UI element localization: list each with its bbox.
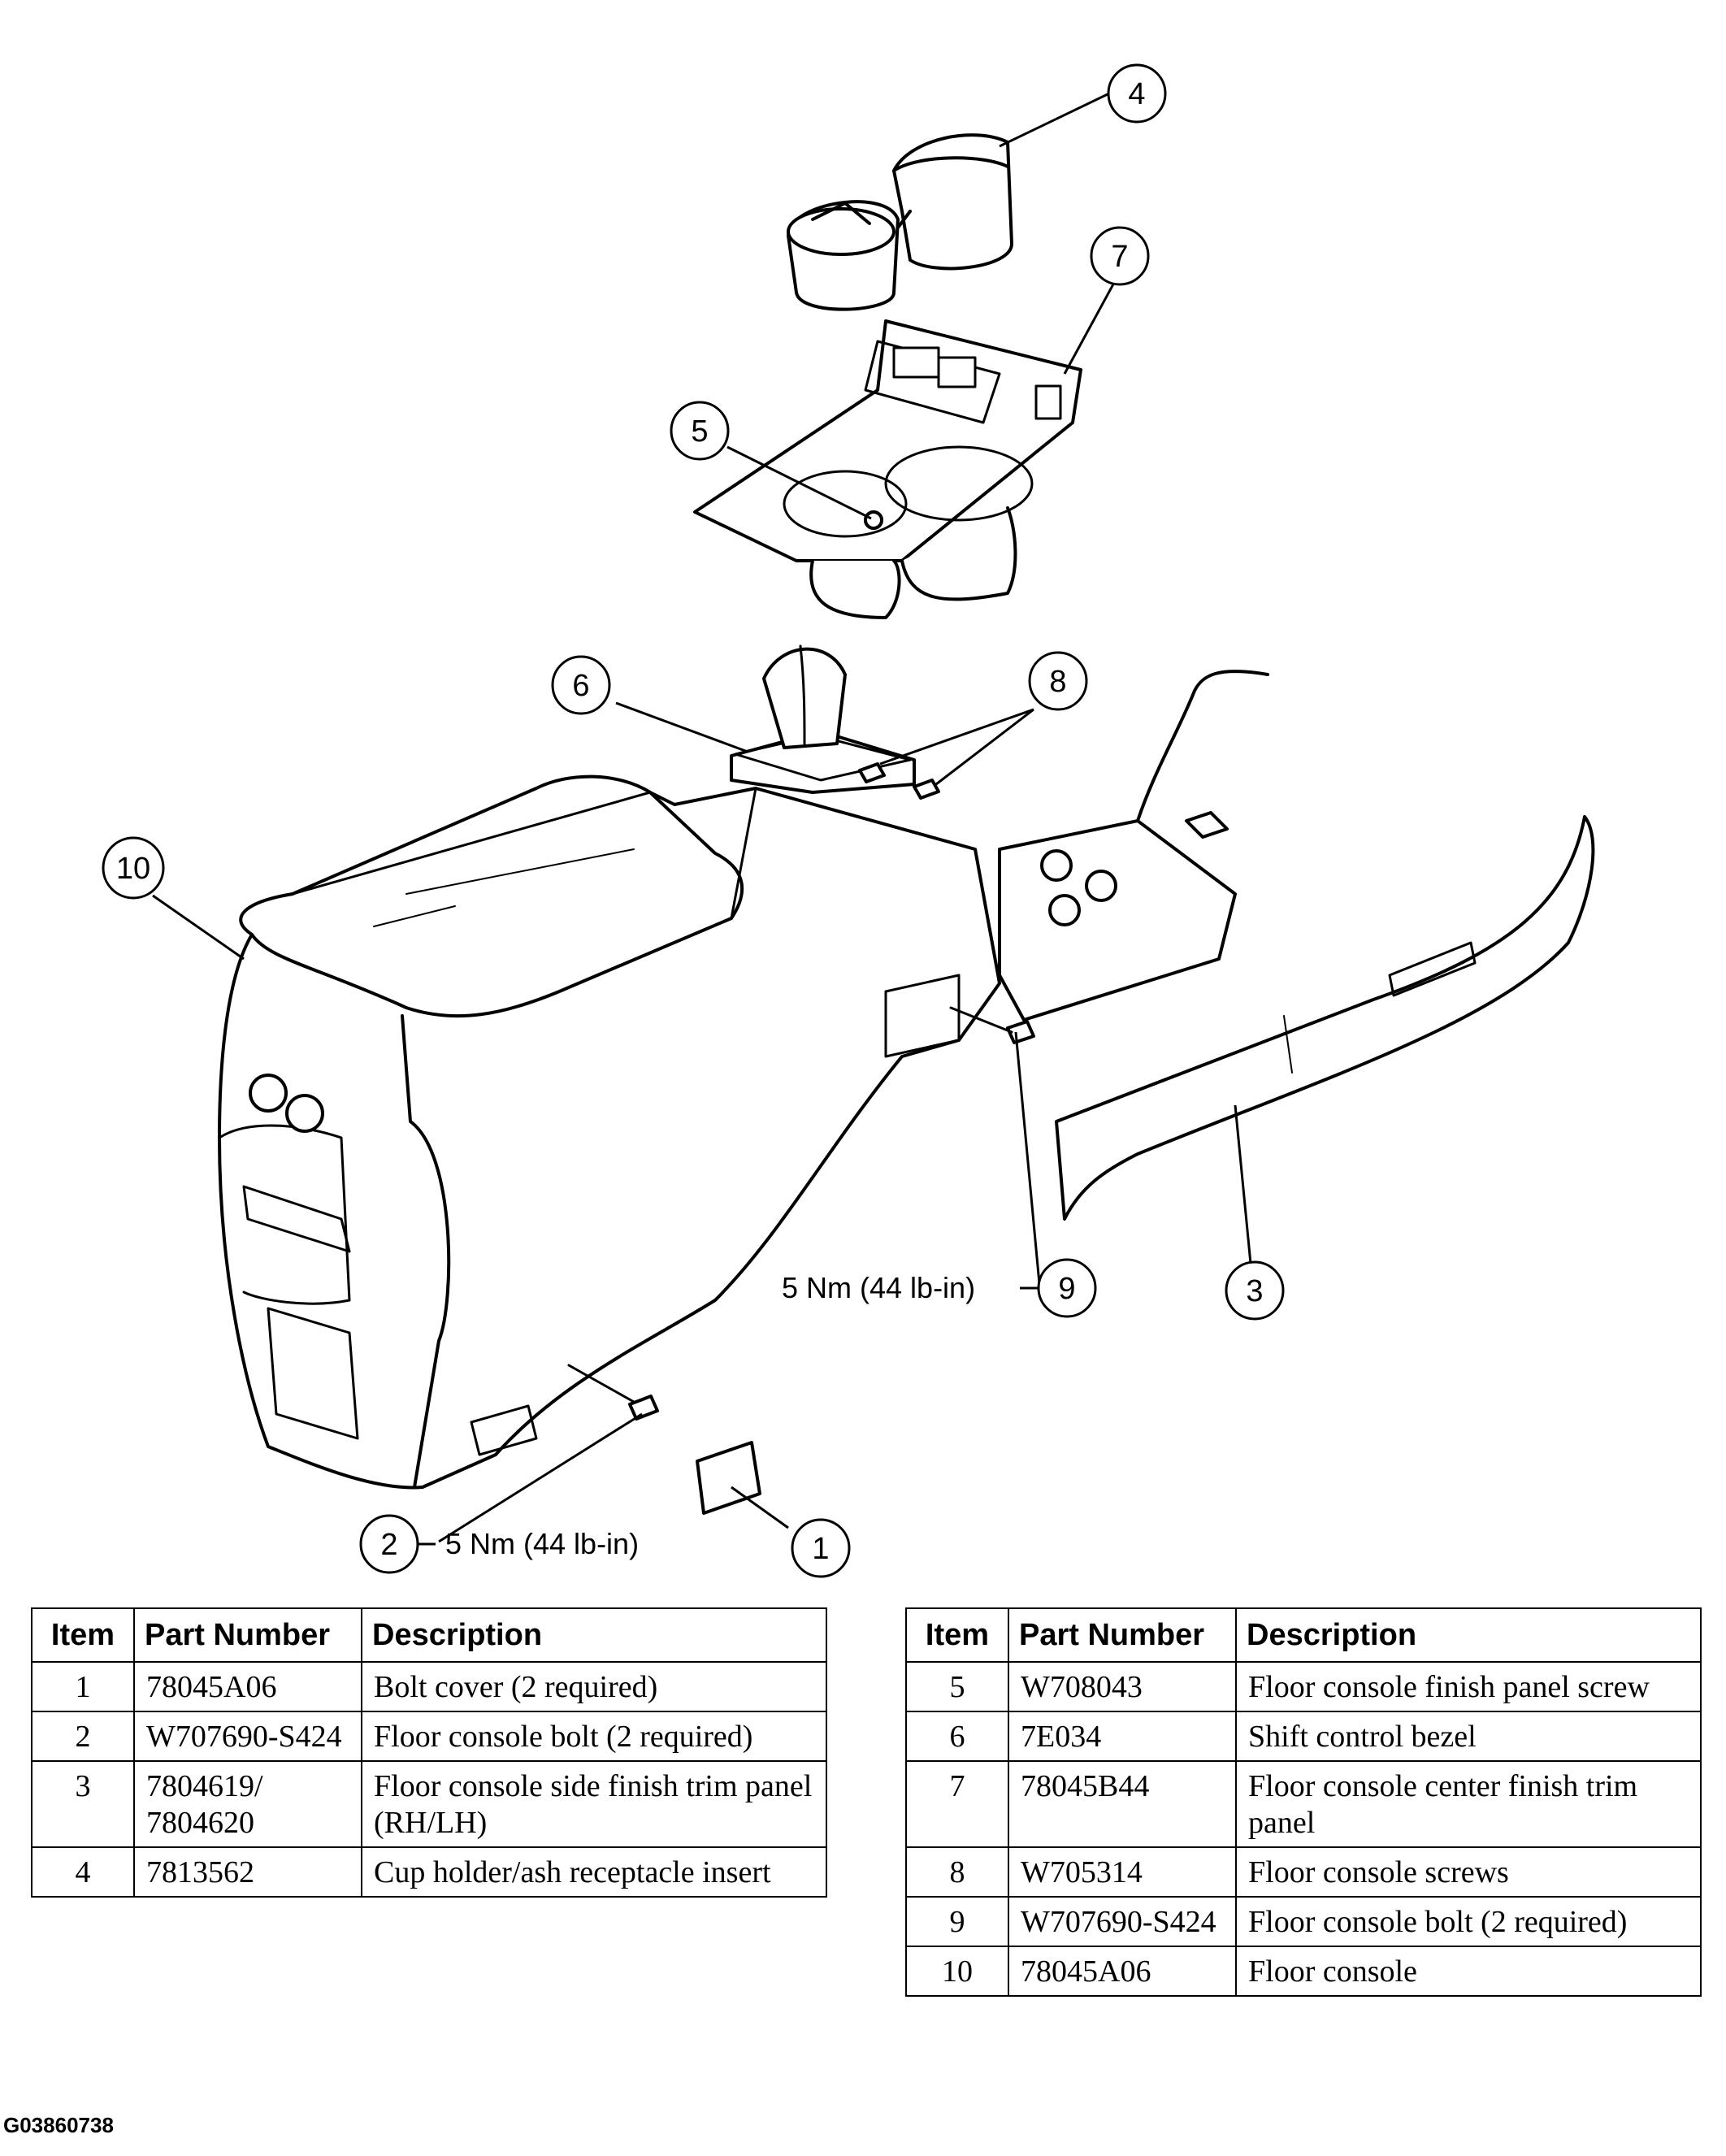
cell-part-number: 7804619/ 7804620 <box>133 1760 362 1848</box>
parts-table-right: Item Part Number Description 5 W708043 F… <box>905 1607 1702 1997</box>
table-row: 7 78045B44 Floor console center finish t… <box>905 1760 1702 1848</box>
table-row: 4 7813562 Cup holder/ash receptacle inse… <box>31 1846 827 1898</box>
svg-text:3: 3 <box>1246 1274 1263 1308</box>
torque-label-item9: 5 Nm (44 lb-in) <box>782 1271 1039 1304</box>
callout-7: 7 <box>1090 226 1150 286</box>
table-row: 6 7E034 Shift control bezel <box>905 1711 1702 1762</box>
cell-item: 3 <box>31 1760 135 1848</box>
cell-part-number: 78045A06 <box>133 1661 362 1712</box>
cell-item: 5 <box>905 1661 1009 1712</box>
table-row: 10 78045A06 Floor console <box>905 1946 1702 1997</box>
floor-console-screws-part <box>858 762 940 800</box>
leader-lines <box>152 92 1253 1543</box>
torque-label-item2: 5 Nm (44 lb-in) <box>418 1527 639 1560</box>
cell-item: 1 <box>31 1661 135 1712</box>
table-header-row: Item Part Number Description <box>905 1607 1702 1663</box>
cell-item: 7 <box>905 1760 1009 1848</box>
callout-6: 6 <box>551 655 611 715</box>
cell-part-number: 7813562 <box>133 1846 362 1898</box>
callout-5: 5 <box>670 401 730 461</box>
cell-part-number: 78045A06 <box>1008 1946 1237 1997</box>
cell-description: Floor console <box>1235 1946 1702 1997</box>
floor-console-body-part <box>218 774 1001 1490</box>
callout-3: 3 <box>1225 1260 1285 1321</box>
cell-part-number: W708043 <box>1008 1661 1237 1712</box>
callout-10: 10 <box>102 836 165 900</box>
callout-1: 1 <box>791 1518 851 1578</box>
shift-control-bezel-part <box>730 644 916 794</box>
header-item: Item <box>905 1607 1009 1663</box>
cell-item: 2 <box>31 1711 135 1762</box>
svg-text:6: 6 <box>572 669 589 703</box>
cell-part-number: W705314 <box>1008 1846 1237 1898</box>
floor-console-bolt-item2-part <box>567 1364 659 1421</box>
cell-item: 10 <box>905 1946 1009 1997</box>
cell-part-number: 78045B44 <box>1008 1760 1237 1848</box>
cell-part-number: W707690-S424 <box>133 1711 362 1762</box>
cell-description: Floor console side finish trim panel (RH… <box>361 1760 827 1848</box>
cell-item: 9 <box>905 1896 1009 1947</box>
cell-item: 8 <box>905 1846 1009 1898</box>
svg-text:5: 5 <box>691 414 708 449</box>
table-row: 1 78045A06 Bolt cover (2 required) <box>31 1661 827 1712</box>
parts-table-left: Item Part Number Description 1 78045A06 … <box>31 1607 827 1898</box>
cell-description: Floor console bolt (2 required) <box>1235 1896 1702 1947</box>
finish-panel-screw-part <box>864 510 883 530</box>
callout-2: 2 <box>359 1514 419 1574</box>
svg-text:9: 9 <box>1058 1272 1075 1306</box>
exploded-view-diagram: 4 7 5 6 8 10 9 3 2 1 5 Nm (44 lb-in) <box>102 63 1595 1578</box>
table-row: 8 W705314 Floor console screws <box>905 1846 1702 1898</box>
table-row: 9 W707690-S424 Floor console bolt (2 req… <box>905 1896 1702 1947</box>
svg-text:1: 1 <box>812 1532 829 1566</box>
header-description: Description <box>361 1607 827 1663</box>
cell-part-number: 7E034 <box>1008 1711 1237 1762</box>
svg-text:8: 8 <box>1049 665 1066 699</box>
svg-text:7: 7 <box>1111 240 1128 274</box>
svg-text:5 Nm (44 lb-in): 5 Nm (44 lb-in) <box>445 1527 639 1560</box>
center-finish-trim-panel-part <box>693 319 1082 619</box>
header-item: Item <box>31 1607 135 1663</box>
header-part-number: Part Number <box>133 1607 362 1663</box>
cell-part-number: W707690-S424 <box>1008 1896 1237 1947</box>
side-finish-trim-panel-part <box>1055 815 1595 1221</box>
table-row: 2 W707690-S424 Floor console bolt (2 req… <box>31 1711 827 1762</box>
cup-holder-insert-part <box>787 133 1013 311</box>
table-header-row: Item Part Number Description <box>31 1607 827 1663</box>
shifter-base-plate-part <box>998 670 1269 1022</box>
bolt-cover-part <box>696 1441 761 1515</box>
table-row: 3 7804619/ 7804620 Floor console side fi… <box>31 1760 827 1848</box>
svg-text:4: 4 <box>1128 77 1145 111</box>
svg-text:10: 10 <box>116 852 150 886</box>
cell-item: 4 <box>31 1846 135 1898</box>
cell-description: Shift control bezel <box>1235 1711 1702 1762</box>
cell-description: Floor console screws <box>1235 1846 1702 1898</box>
header-part-number: Part Number <box>1008 1607 1237 1663</box>
callout-9: 9 <box>1037 1258 1097 1318</box>
header-description: Description <box>1235 1607 1702 1663</box>
svg-text:5 Nm (44 lb-in): 5 Nm (44 lb-in) <box>782 1271 975 1304</box>
cell-description: Floor console center finish trim panel <box>1235 1760 1702 1848</box>
table-row: 5 W708043 Floor console finish panel scr… <box>905 1661 1702 1712</box>
callout-4: 4 <box>1107 63 1167 124</box>
cell-description: Floor console finish panel screw <box>1235 1661 1702 1712</box>
cell-description: Floor console bolt (2 required) <box>361 1711 827 1762</box>
callout-8: 8 <box>1028 651 1088 711</box>
cell-description: Cup holder/ash receptacle insert <box>361 1846 827 1898</box>
cell-item: 6 <box>905 1711 1009 1762</box>
cell-description: Bolt cover (2 required) <box>361 1661 827 1712</box>
figure-id: G03860738 <box>3 2113 114 2137</box>
floor-console-bolt-item9-part <box>949 1006 1035 1044</box>
svg-text:2: 2 <box>380 1528 397 1562</box>
